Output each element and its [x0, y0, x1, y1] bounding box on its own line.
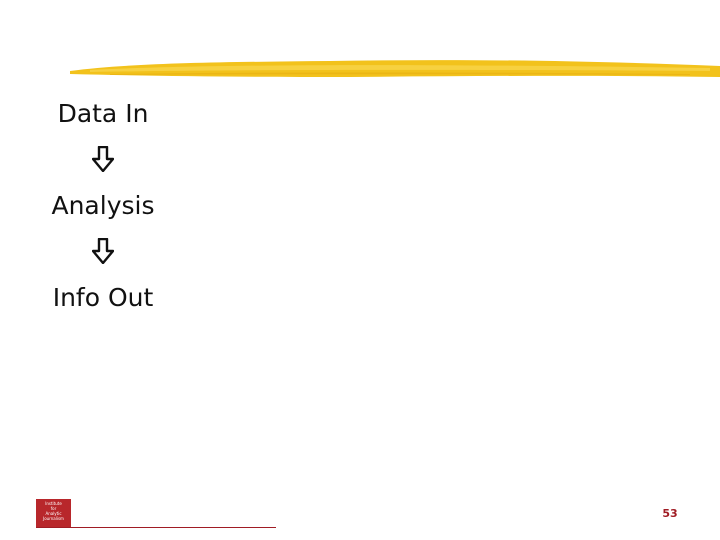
arrow-down-icon — [92, 238, 114, 264]
flow-step-info-out: Info Out — [52, 283, 154, 312]
decorative-yellow-brush-stroke — [70, 60, 720, 77]
institute-logo: Institute for Analytic Journalism — [36, 499, 71, 528]
flow-step-analysis: Analysis — [51, 191, 155, 220]
arrow-down-icon — [92, 146, 114, 172]
footer-rule — [36, 527, 276, 528]
flow-diagram: Data In Analysis Info Out — [30, 96, 176, 316]
flow-step-data-in: Data In — [57, 99, 149, 128]
page-number: 53 — [662, 507, 678, 520]
